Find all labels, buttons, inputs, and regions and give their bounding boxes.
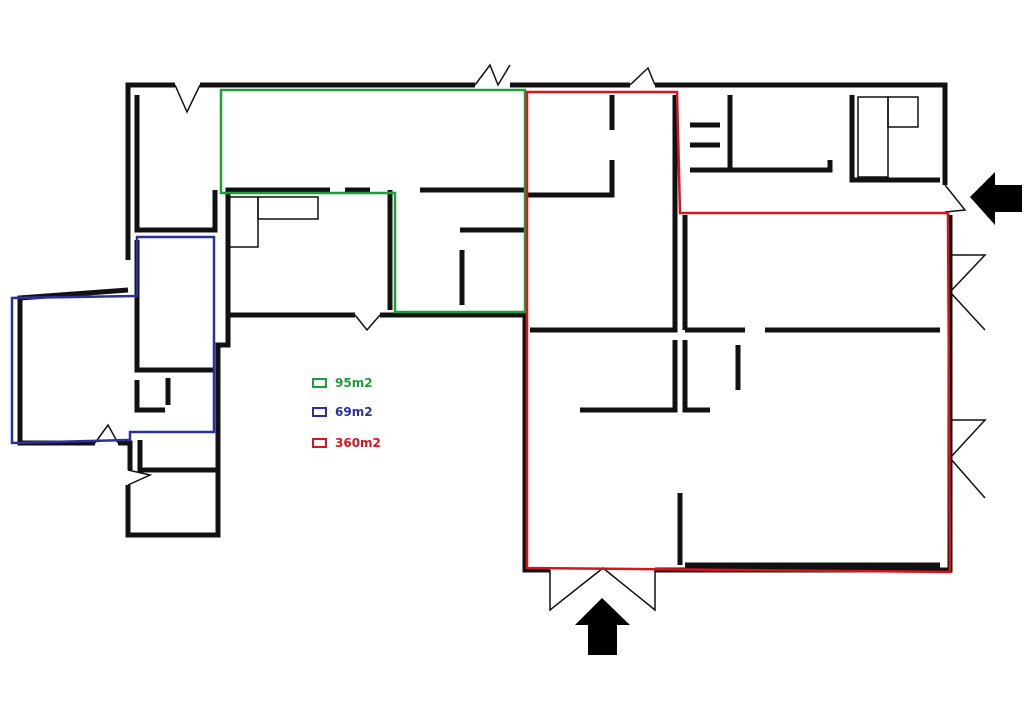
legend-label: 360m2 bbox=[335, 436, 381, 450]
walls bbox=[17, 82, 953, 573]
legend-swatch-red bbox=[312, 438, 327, 448]
staircase-right bbox=[857, 96, 889, 178]
legend-swatch-blue bbox=[312, 407, 327, 417]
area-95m2-outline bbox=[219, 88, 527, 314]
staircase-left bbox=[227, 196, 259, 248]
legend-swatch-green bbox=[312, 378, 327, 388]
legend-item-69m2: 69m2 bbox=[312, 405, 373, 419]
area-69m2-outline bbox=[10, 235, 216, 445]
entrance-arrow-right bbox=[970, 172, 1022, 225]
legend-label: 95m2 bbox=[335, 376, 373, 390]
legend-label: 69m2 bbox=[335, 405, 373, 419]
area-360m2-outline bbox=[525, 90, 952, 574]
legend-item-360m2: 360m2 bbox=[312, 436, 381, 450]
stairs bbox=[227, 96, 919, 248]
legend-item-95m2: 95m2 bbox=[312, 376, 373, 390]
entrance-arrow-bottom bbox=[575, 598, 630, 655]
